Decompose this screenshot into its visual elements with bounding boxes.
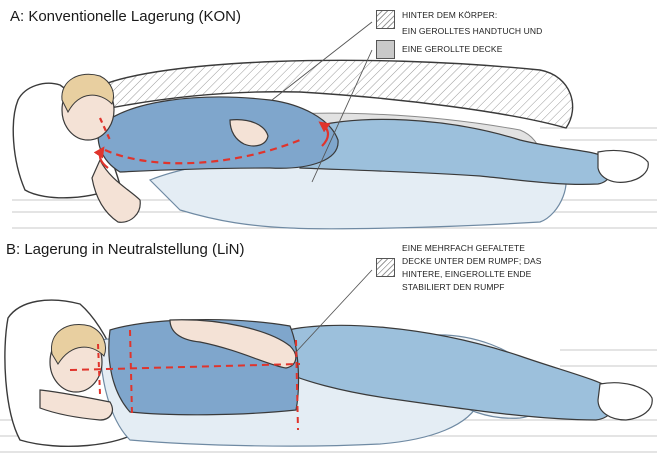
- panel-a-scene: [12, 22, 657, 229]
- feet-b: [598, 383, 652, 420]
- panel-b-scene: [0, 270, 657, 452]
- feet-a: [598, 150, 648, 182]
